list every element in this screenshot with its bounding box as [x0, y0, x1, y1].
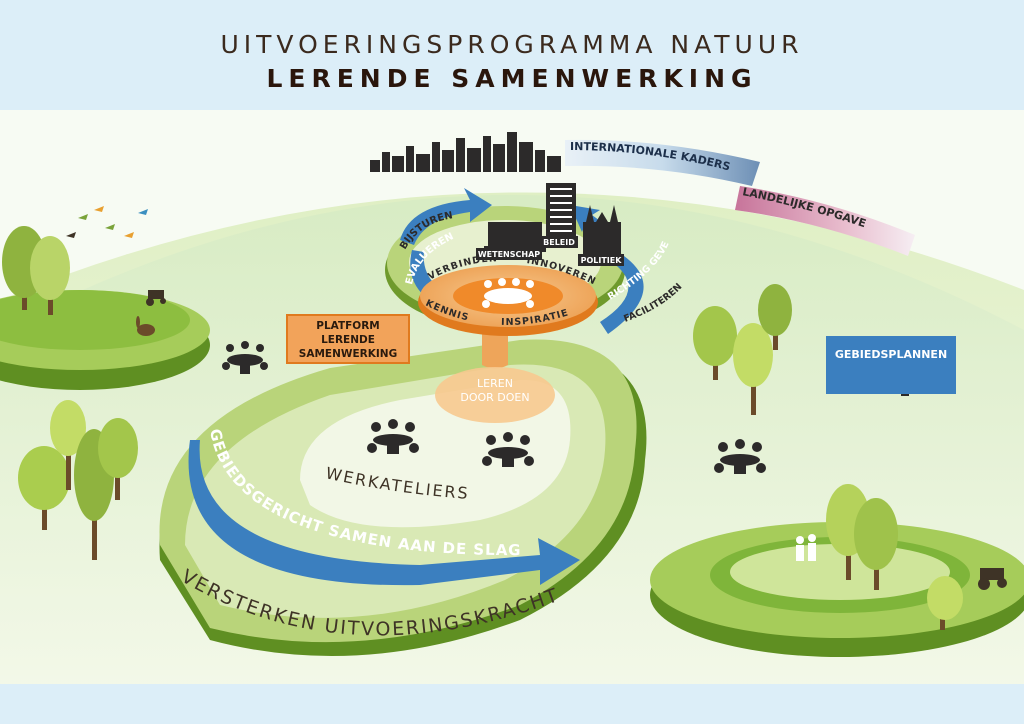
page-subtitle: UITVOERINGSPROGRAMMA NATUUR: [220, 30, 804, 59]
tree-icon: [18, 446, 70, 530]
internationale-kaders-ribbon: [565, 139, 760, 186]
gebiedsplannen-box: GEBIEDSPLANNEN: [826, 336, 956, 394]
politiek-label: POLITIEK: [581, 256, 623, 265]
rabbit-icon: [136, 316, 155, 336]
beleid-label: BELEID: [543, 238, 575, 247]
birds-icon: [66, 206, 148, 238]
gebiedsplannen-label: GEBIEDSPLANNEN: [834, 348, 948, 361]
meeting-table-icon: [482, 278, 534, 308]
tree-icon: [98, 418, 138, 500]
gebiedsgericht-arrow: [188, 440, 580, 586]
leren-door-doen-label: LEREN DOOR DOEN: [455, 377, 535, 405]
tree-icon: [927, 576, 963, 630]
platform-line-2: LERENDE: [321, 334, 375, 346]
tree-icon: [30, 236, 70, 315]
leren-line-1: LEREN: [477, 377, 513, 390]
tree-icon: [733, 323, 773, 415]
tree-icon: [854, 498, 898, 590]
meeting-table-icon: [482, 432, 534, 467]
footer-band: [0, 684, 1024, 724]
people-walking-icon: [796, 534, 816, 561]
wetenschap-label: WETENSCHAP: [478, 250, 540, 259]
landelijke-opgave-ribbon: [735, 186, 915, 256]
right-island: [650, 484, 1024, 657]
tree-icon: [693, 306, 737, 380]
meeting-table-icon: [367, 419, 419, 454]
platform-disc: [418, 265, 598, 423]
meeting-table-icon: [222, 341, 268, 374]
meeting-table-icon: [714, 439, 766, 474]
tractor-icon: [978, 568, 1007, 590]
university-building-icon: [484, 222, 546, 252]
church-icon: [583, 205, 621, 256]
tree-icon: [758, 284, 792, 350]
skyline-icon: [370, 132, 561, 172]
office-building-icon: [546, 183, 576, 243]
platform-line-1: PLATFORM: [316, 320, 380, 332]
header-band: [0, 0, 1024, 110]
leren-line-2: DOOR DOEN: [460, 391, 530, 404]
tractor-icon: [146, 290, 166, 306]
page-title: LERENDE SAMENWERKING: [266, 64, 758, 93]
platform-lerende-samenwerking-box: PLATFORM LERENDE SAMENWERKING: [286, 314, 410, 364]
left-island: [0, 226, 210, 390]
tree-icon: [50, 400, 86, 490]
platform-line-3: SAMENWERKING: [298, 348, 398, 360]
